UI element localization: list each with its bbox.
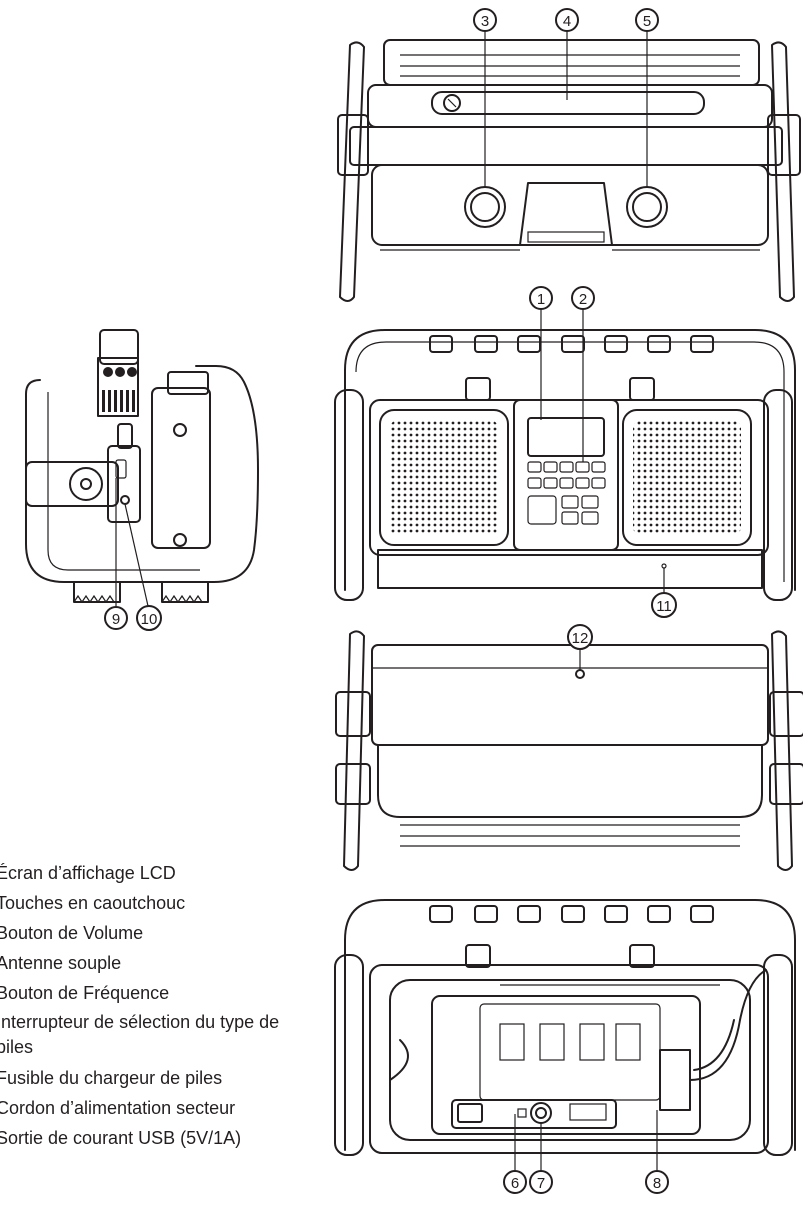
callout-7: 7 <box>529 1123 553 1194</box>
callout-7-label: 7 <box>537 1175 545 1192</box>
right-speaker-grille <box>622 409 752 546</box>
left-speaker-grille <box>379 409 509 546</box>
legend-item-6: Interrupteur de sélection du type de pil… <box>0 1008 296 1063</box>
callout-12-label: 12 <box>572 630 589 647</box>
callout-4: 4 <box>555 8 579 100</box>
callout-3-label: 3 <box>481 13 489 30</box>
right-handle <box>767 41 801 302</box>
callout-2: 2 <box>571 286 595 462</box>
side-clamp <box>25 461 119 507</box>
callout-5-label: 5 <box>643 13 651 30</box>
legend-item-9-text: Sortie de courant USB (5V/1A) <box>0 1128 242 1148</box>
top-bumpers <box>429 335 714 353</box>
callout-8-label: 8 <box>653 1175 661 1192</box>
legend-item-6-text: Interrupteur de sélection du type de pil… <box>0 1012 280 1057</box>
legend-item-8: Cordon d’alimentation secteur <box>0 1093 296 1123</box>
lcd-display <box>527 417 605 457</box>
front-view <box>334 329 796 601</box>
legend-item-3-text: Bouton de Volume <box>0 923 144 943</box>
legend-item-8-text: Cordon d’alimentation secteur <box>0 1098 236 1118</box>
callout-8: 8 <box>645 1110 669 1194</box>
legend-item-5-text: Bouton de Fréquence <box>0 983 170 1003</box>
parts-legend: Écran d’affichage LCD Touches en caoutch… <box>0 858 300 1153</box>
power-cord <box>659 969 767 1111</box>
legend-item-2: Touches en caoutchouc <box>0 888 296 918</box>
callout-1-label: 1 <box>537 291 545 308</box>
usb-port <box>107 423 141 523</box>
legend-item-3: Bouton de Volume <box>0 918 296 948</box>
legend-item-5: Bouton de Fréquence <box>0 978 296 1008</box>
legend-item-9: Sortie de courant USB (5V/1A) <box>0 1123 296 1153</box>
side-view <box>25 329 259 604</box>
callout-9: 9 <box>104 478 128 630</box>
rear-bumpers <box>429 905 714 923</box>
legend-item-7-text: Fusible du chargeur de piles <box>0 1068 223 1088</box>
legend-item-2-text: Touches en caoutchouc <box>0 893 186 913</box>
rubber-keys <box>527 461 606 525</box>
callout-1: 1 <box>529 286 553 420</box>
callout-6-label: 6 <box>511 1175 519 1192</box>
callout-11: 11 <box>651 568 677 618</box>
callout-2-label: 2 <box>579 291 587 308</box>
rear-view <box>334 899 796 1156</box>
legend-item-4-text: Antenne souple <box>0 953 122 973</box>
legend-item-1-text: Écran d’affichage LCD <box>0 863 176 883</box>
callout-5: 5 <box>635 8 659 187</box>
antenna <box>431 91 705 115</box>
callout-9-label: 9 <box>112 611 120 628</box>
callout-6: 6 <box>503 1114 527 1194</box>
frequency-knob-top <box>626 186 668 228</box>
legend-item-4: Antenne souple <box>0 948 296 978</box>
callouts: 3 4 5 1 2 11 12 <box>104 8 677 1194</box>
callout-12: 12 <box>567 624 593 670</box>
legend-item-7: Fusible du chargeur de piles <box>0 1063 296 1093</box>
knobs-front <box>465 377 655 401</box>
left-handle <box>337 41 369 302</box>
legend-item-1: Écran d’affichage LCD <box>0 858 296 888</box>
callout-3: 3 <box>473 8 497 187</box>
bottom-view <box>335 630 803 871</box>
callout-10: 10 <box>124 503 162 631</box>
callout-10-label: 10 <box>141 611 158 628</box>
volume-knob-top <box>464 186 506 228</box>
callout-4-label: 4 <box>563 13 571 30</box>
rear-control-strip <box>451 1099 617 1129</box>
callout-11-label: 11 <box>656 598 672 615</box>
top-view <box>337 39 801 302</box>
